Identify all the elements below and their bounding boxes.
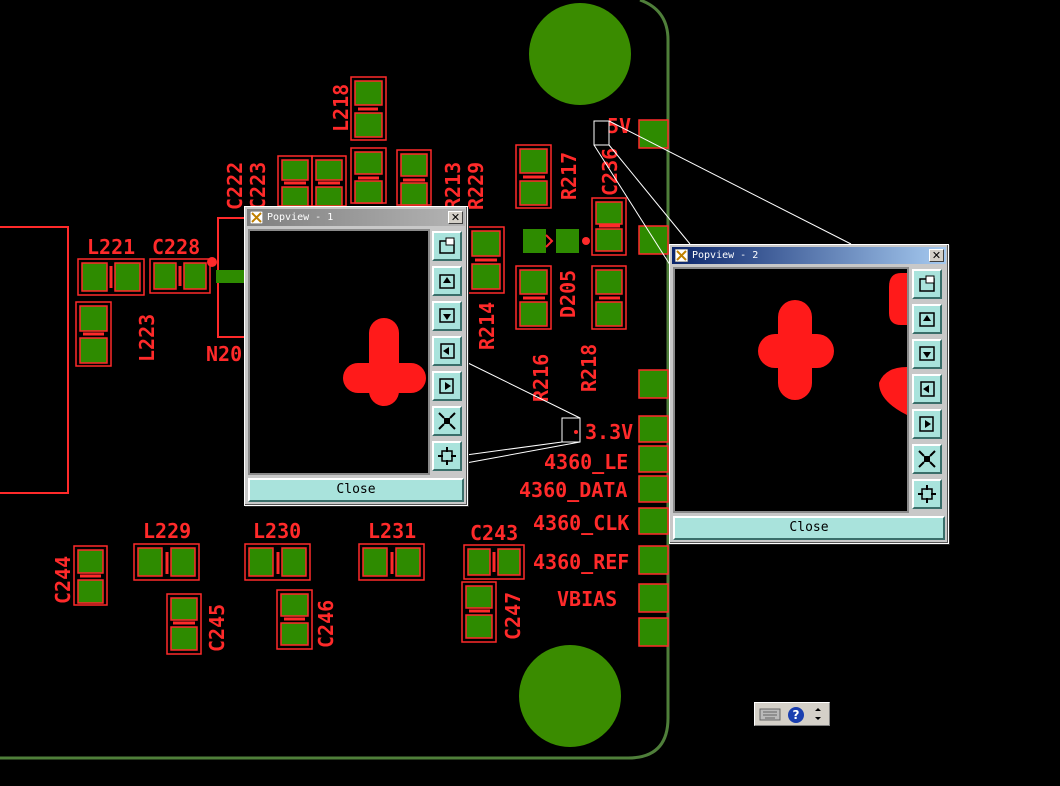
pan-left-icon: [920, 381, 935, 397]
label-l230: L230: [253, 519, 301, 543]
label-d205: D205: [556, 270, 580, 318]
popview-1-titlebar[interactable]: Popview - 1 ✕: [247, 209, 465, 226]
popview-2-viewport[interactable]: [673, 267, 909, 513]
zoom-out-icon: [918, 485, 936, 503]
label-c228: C228: [152, 235, 200, 259]
label-c243: C243: [470, 521, 518, 545]
pan-down-icon: [439, 308, 455, 323]
net-3v3: 3.3V: [585, 420, 633, 444]
popview-1-title: Popview - 1: [267, 212, 334, 223]
popview-1-close-button[interactable]: Close: [248, 478, 464, 502]
label-r217: R217: [557, 152, 581, 200]
n20-pad: [216, 270, 246, 283]
help-icon[interactable]: ?: [787, 706, 805, 728]
vertical-parts: [73, 76, 627, 655]
mounting-hole-bottom: [519, 645, 621, 747]
zoom-fit-button[interactable]: [432, 231, 462, 261]
silk-marks: [80, 107, 620, 625]
net-vbias: VBIAS: [557, 587, 617, 611]
net-4360-data: 4360_DATA: [519, 478, 627, 502]
zoom-fit-icon: [919, 275, 935, 292]
svg-text:?: ?: [793, 708, 800, 722]
keyboard-icon[interactable]: [759, 706, 781, 726]
zoom-in-icon: [438, 412, 456, 430]
label-r216: R216: [529, 354, 553, 402]
mounting-hole-top: [529, 3, 631, 105]
zoom-out-icon: [438, 447, 456, 465]
pan-right-icon: [919, 416, 934, 432]
label-c223: C223: [246, 162, 270, 210]
zoom-out-button[interactable]: [432, 441, 462, 471]
label-c246: C246: [314, 600, 338, 648]
pan-down-icon: [919, 346, 935, 361]
horizontal-parts: [77, 258, 525, 581]
label-l231: L231: [368, 519, 416, 543]
label-c222: C222: [223, 162, 247, 210]
popview-leader-lines: [465, 120, 852, 464]
pan-up-button[interactable]: [912, 304, 942, 334]
popview-2-close-button[interactable]: Close: [673, 516, 945, 540]
zoom-fit-button[interactable]: [912, 269, 942, 299]
d205-diode: [523, 229, 590, 253]
popview-2-window[interactable]: Popview - 2 ✕ Close: [669, 244, 949, 544]
label-r218: R218: [577, 344, 601, 392]
popview-app-icon: [675, 249, 688, 262]
label-r229: R229: [464, 162, 488, 210]
label-c244: C244: [51, 556, 75, 604]
popview-app-icon: [250, 211, 263, 224]
label-r214: R214: [475, 302, 499, 350]
pan-right-button[interactable]: [432, 371, 462, 401]
net-4360-ref: 4360_REF: [533, 550, 629, 574]
zoom-in-button[interactable]: [912, 444, 942, 474]
popview-2-source-box: [593, 120, 610, 146]
pan-down-button[interactable]: [912, 339, 942, 369]
label-l221: L221: [87, 235, 135, 259]
popview-2-toolbar: [912, 269, 942, 514]
popview-2-close-icon[interactable]: ✕: [929, 249, 944, 262]
label-c236: C236: [598, 148, 622, 196]
popview-1-source-box: [561, 417, 581, 443]
pan-down-button[interactable]: [432, 301, 462, 331]
pan-left-button[interactable]: [912, 374, 942, 404]
popview-1-toolbar: [432, 231, 462, 476]
pan-left-icon: [440, 343, 455, 359]
zoom-in-icon: [918, 450, 936, 468]
pan-up-icon: [439, 274, 455, 289]
label-c245: C245: [205, 604, 229, 652]
pan-right-button[interactable]: [912, 409, 942, 439]
pan-left-button[interactable]: [432, 336, 462, 366]
zoom-fit-icon: [439, 237, 455, 254]
connector-outline: [0, 226, 69, 494]
pan-up-icon: [919, 312, 935, 327]
popview-2-titlebar[interactable]: Popview - 2 ✕: [672, 247, 946, 264]
label-n20: N20: [206, 342, 242, 366]
label-l229: L229: [143, 519, 191, 543]
label-r213: R213: [441, 162, 465, 210]
zoom-out-button[interactable]: [912, 479, 942, 509]
pan-right-icon: [439, 378, 454, 394]
popview-1-close-icon[interactable]: ✕: [448, 211, 463, 224]
pan-up-button[interactable]: [432, 266, 462, 296]
edge-pads: [638, 119, 669, 647]
popview-2-title: Popview - 2: [692, 250, 759, 261]
board-outline: [0, 0, 670, 760]
zoom-in-button[interactable]: [432, 406, 462, 436]
net-4360-clk: 4360_CLK: [533, 511, 629, 535]
label-l218: L218: [329, 84, 353, 132]
menu-arrows-icon[interactable]: [813, 705, 823, 727]
language-bar[interactable]: ?: [754, 702, 830, 726]
net-4360-le: 4360_LE: [544, 450, 628, 474]
label-l223: L223: [135, 314, 159, 362]
popview-1-window[interactable]: Popview - 1 ✕ Close: [244, 206, 468, 506]
popview-1-viewport[interactable]: [248, 229, 430, 475]
label-c247: C247: [501, 592, 525, 640]
